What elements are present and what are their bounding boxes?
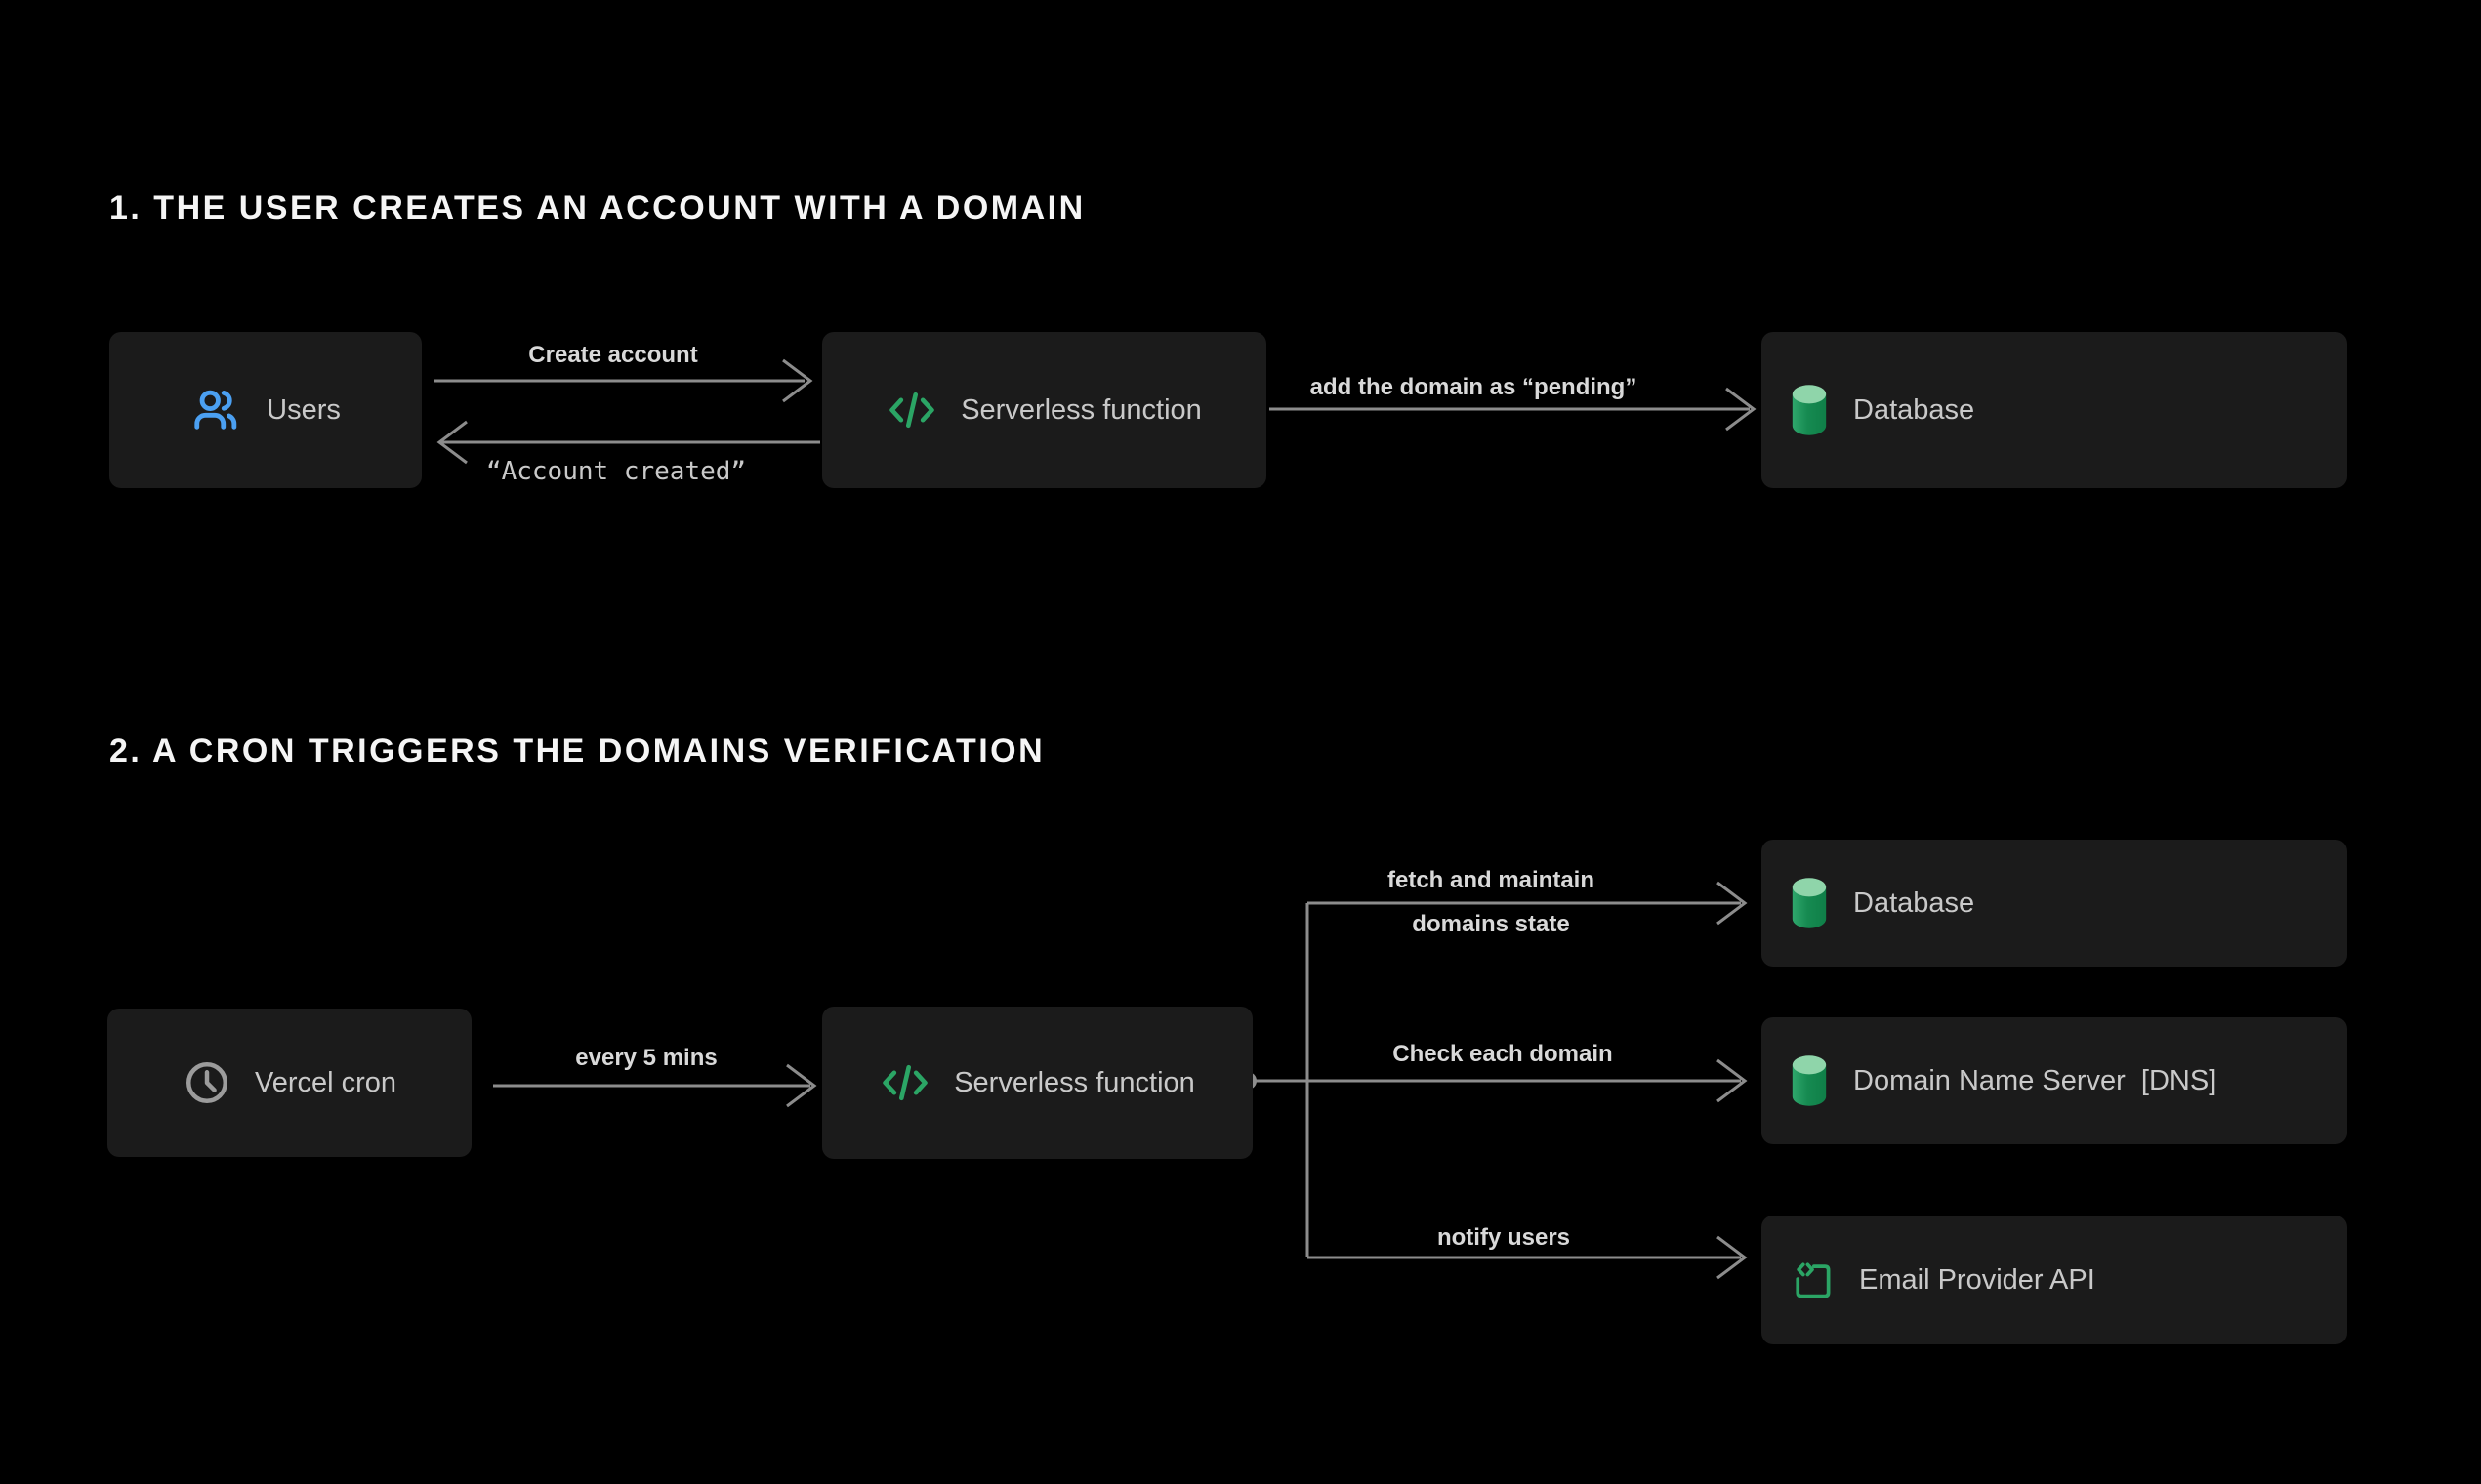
code-icon	[883, 1064, 928, 1101]
check-domain-arrow	[1256, 1058, 1748, 1103]
database-node-2: Database	[1761, 840, 2347, 967]
node-label: Domain Name Server [DNS]	[1853, 1064, 2217, 1096]
every-5-mins-arrow	[493, 1063, 817, 1108]
fetch-maintain-arrow	[1307, 881, 1748, 926]
node-label: Database	[1853, 393, 1975, 426]
code-icon	[889, 392, 934, 429]
add-pending-label: add the domain as “pending”	[1309, 374, 1637, 400]
fetch-maintain-label-line1: fetch and maintain	[1386, 867, 1595, 893]
api-bracket-icon	[1796, 1262, 1831, 1298]
node-label: Database	[1853, 886, 1975, 919]
node-label: Vercel cron	[254, 1066, 397, 1098]
create-account-label: Create account	[528, 342, 698, 368]
users-icon	[194, 390, 237, 430]
create-account-arrow	[434, 358, 813, 403]
notify-users-arrow	[1307, 1235, 1748, 1280]
node-label: Serverless function	[961, 393, 1202, 426]
serverless-function-node-1: Serverless function	[822, 332, 1266, 488]
node-label: Users	[267, 393, 341, 426]
fetch-maintain-label-line2: domains state	[1412, 911, 1570, 937]
serverless-function-node-2: Serverless function	[822, 1007, 1253, 1159]
add-pending-arrow	[1269, 387, 1757, 432]
notify-users-label: notify users	[1436, 1224, 1571, 1251]
email-provider-node: Email Provider API	[1761, 1216, 2347, 1344]
database-icon	[1792, 1055, 1827, 1106]
section-1-title: 1. THE USER CREATES AN ACCOUNT WITH A DO…	[109, 189, 1086, 227]
clock-icon	[186, 1062, 227, 1103]
section-2-title: 2. A CRON TRIGGERS THE DOMAINS VERIFICAT…	[109, 732, 1046, 769]
node-label: Serverless function	[954, 1066, 1195, 1098]
node-label: Email Provider API	[1859, 1263, 2095, 1296]
users-node: Users	[109, 332, 422, 488]
account-created-arrow	[436, 420, 820, 465]
database-icon	[1792, 385, 1827, 435]
every-5-mins-label: every 5 mins	[575, 1045, 718, 1071]
dns-node: Domain Name Server [DNS]	[1761, 1017, 2347, 1144]
vercel-cron-node: Vercel cron	[107, 1009, 472, 1157]
account-created-label: “Account created”	[485, 457, 747, 486]
database-icon	[1792, 878, 1827, 928]
database-node-1: Database	[1761, 332, 2347, 488]
check-domain-label: Check each domain	[1392, 1041, 1613, 1067]
